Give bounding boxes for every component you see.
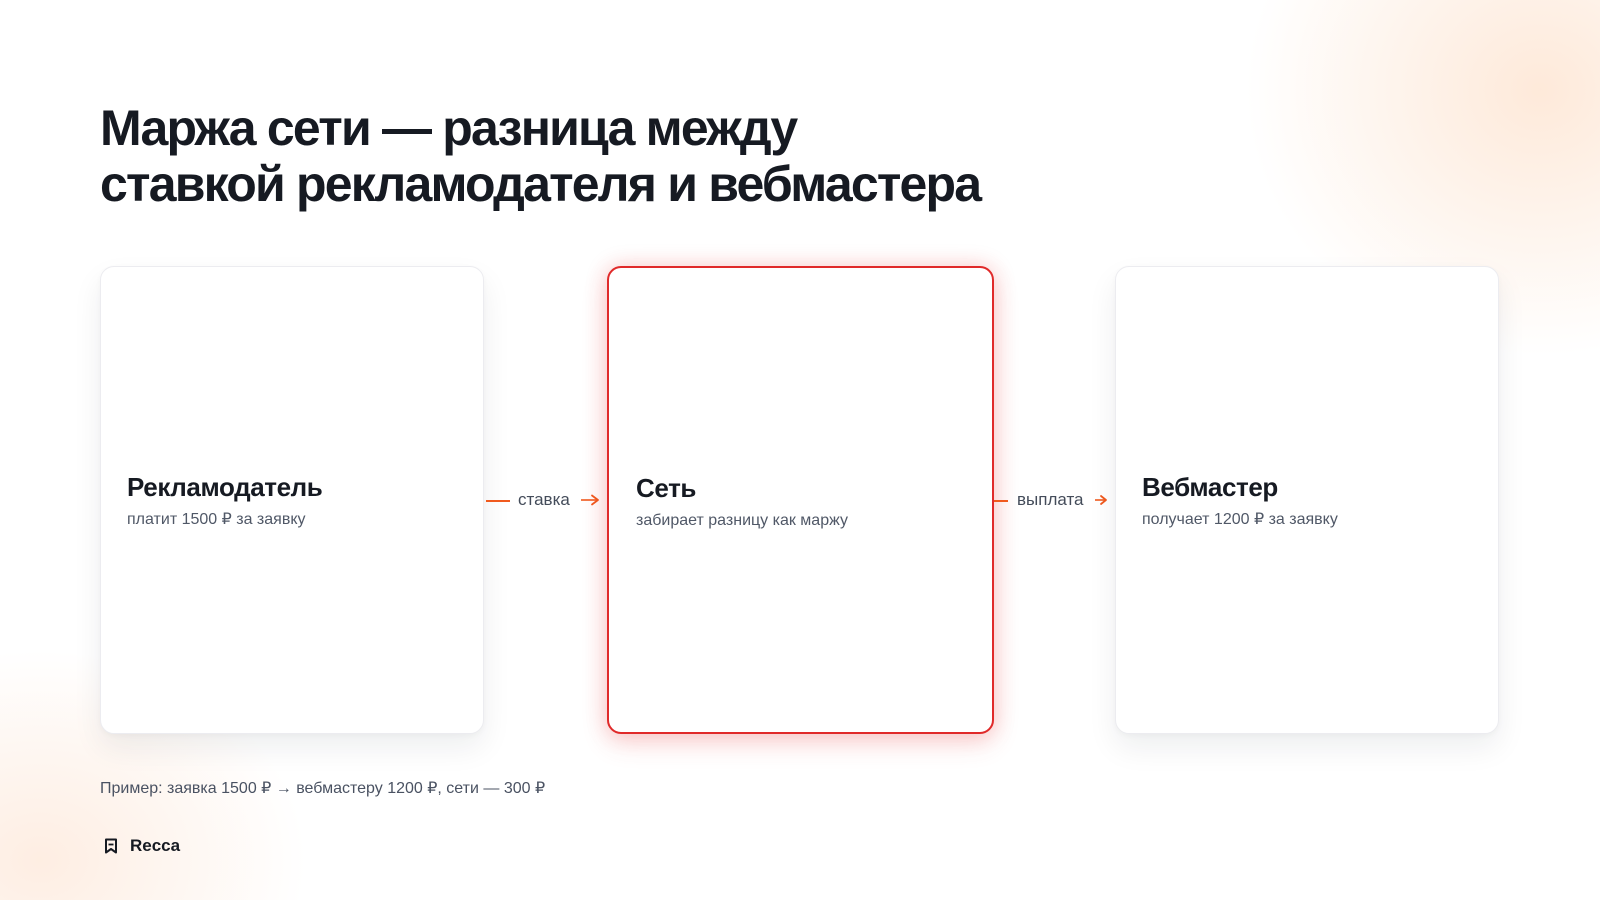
edge-payout-arrow: выплата (994, 488, 1114, 512)
node-webmaster-subtitle: получает 1200 ₽ за заявку (1142, 511, 1338, 528)
node-advertiser-subtitle: платит 1500 ₽ за заявку (127, 511, 306, 528)
node-network-card: Сеть забирает разницу как маржу (607, 266, 994, 734)
bookmark-logo-icon (105, 838, 117, 854)
node-network-title: Сеть (636, 473, 697, 503)
arrow-right-icon (581, 494, 599, 506)
page-title: Маржа сети — разница между ставкой рекла… (100, 100, 1200, 212)
brand-name: Recca (130, 836, 181, 855)
example-footnote: Пример: заявка 1500 ₽ → вебмастеру 1200 … (100, 780, 546, 797)
edge-rate-line-left (486, 500, 510, 502)
edge-rate-label: ставка (518, 490, 570, 509)
edge-payout-line-left (994, 500, 1008, 502)
node-webmaster-title: Вебмастер (1142, 472, 1278, 502)
node-webmaster-card: Вебмастер получает 1200 ₽ за заявку (1115, 266, 1499, 734)
brand-logo: Recca (104, 835, 180, 857)
edge-payout-label: выплата (1017, 490, 1084, 509)
node-network-subtitle: забирает разницу как маржу (636, 512, 848, 529)
node-advertiser-title: Рекламодатель (127, 472, 323, 502)
node-advertiser-card: Рекламодатель платит 1500 ₽ за заявку (100, 266, 484, 734)
arrow-right-icon (1095, 495, 1107, 505)
title-line-1: Маржа сети — разница между (100, 100, 798, 156)
edge-rate-arrow: ставка (486, 488, 606, 512)
title-line-2: ставкой рекламодателя и вебмастера (100, 156, 982, 212)
